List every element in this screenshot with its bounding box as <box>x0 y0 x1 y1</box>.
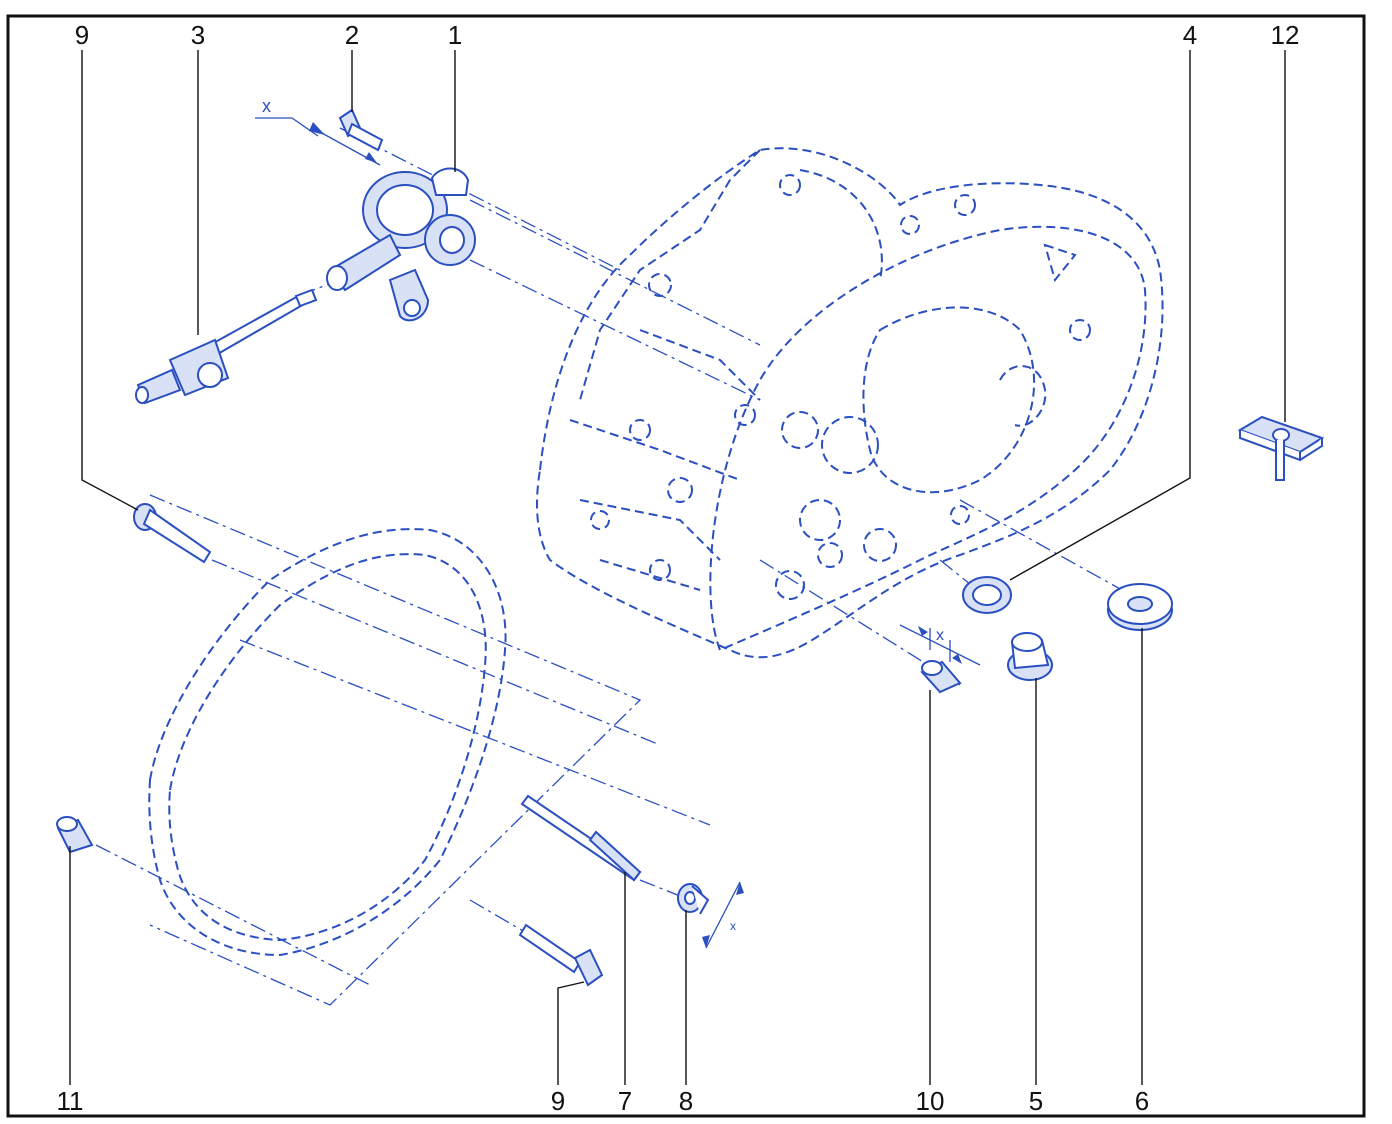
dimension-x-dowel: x <box>899 624 981 666</box>
callout-9-bottom: 9 <box>551 1086 565 1116</box>
part-1-clutch-release-bearing <box>326 167 476 322</box>
part-8-nut <box>677 883 710 915</box>
part-9-bottom-bolt <box>518 923 604 987</box>
callout-1: 1 <box>448 20 462 50</box>
callout-2: 2 <box>345 20 359 50</box>
part-3-hydraulic-pipe <box>135 288 318 405</box>
gearbox-housing <box>536 147 1164 659</box>
dimension-label-x-nut: x <box>730 919 736 933</box>
part-5-drain-plug <box>1007 632 1053 681</box>
diagram-frame <box>6 14 1366 1118</box>
part-12-clip-fastener <box>1237 415 1325 481</box>
dimension-label-x-dowel: x <box>936 627 944 644</box>
callout-7: 7 <box>618 1086 632 1116</box>
part-2-bolt <box>338 108 384 152</box>
part-11-dowel <box>56 816 94 854</box>
callout-10: 10 <box>916 1086 945 1116</box>
part-6-spacer-ring <box>1107 583 1173 631</box>
callout-9-top: 9 <box>75 20 89 50</box>
clutch-housing-cover <box>148 528 507 957</box>
callout-4: 4 <box>1183 20 1197 50</box>
callout-6: 6 <box>1135 1086 1149 1116</box>
assembly-axes <box>95 127 1141 1006</box>
callout-labels: 9 3 2 1 4 12 11 9 7 8 10 5 6 <box>57 20 1300 1116</box>
leader-lines <box>69 50 1286 1085</box>
dimension-x-nut: x <box>702 881 744 949</box>
part-9-top-bolt <box>133 503 212 564</box>
dimension-x-bolt: x <box>255 96 381 166</box>
callout-8: 8 <box>679 1086 693 1116</box>
callout-11: 11 <box>57 1086 84 1116</box>
callout-5: 5 <box>1029 1086 1043 1116</box>
part-7-stud <box>520 794 642 882</box>
part-10-dowel <box>920 660 962 694</box>
callout-12: 12 <box>1271 20 1300 50</box>
callout-3: 3 <box>191 20 205 50</box>
dimension-label-x-bolt: x <box>262 96 271 116</box>
part-4-seal-ring <box>962 576 1012 614</box>
